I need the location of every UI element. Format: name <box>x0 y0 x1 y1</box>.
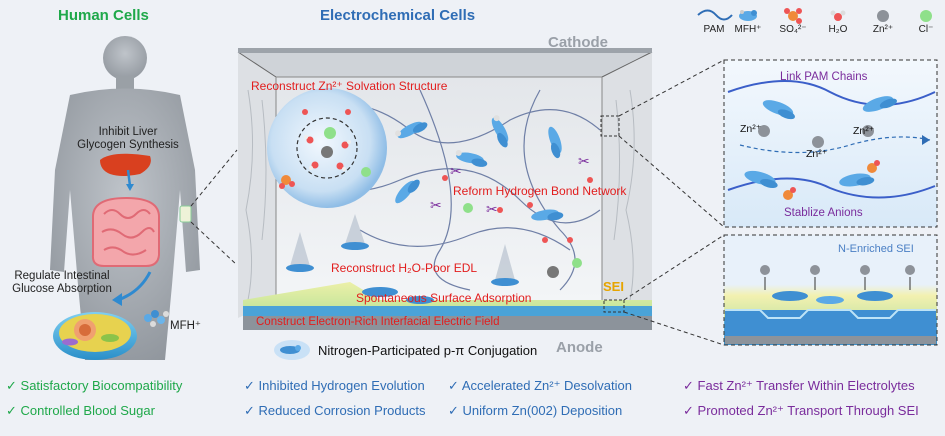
legend-icons <box>697 8 932 24</box>
bullet-deposition: ✓ Uniform Zn(002) Deposition <box>448 403 623 418</box>
hbond-label: Reform Hydrogen Bond Network <box>453 184 627 198</box>
legend-mfh-label: MFH⁺ <box>734 24 762 35</box>
edl-label: Reconstruct H₂O-Poor EDL <box>331 261 478 275</box>
intestine-label: Regulate Intestinal Glucose Absorption <box>2 270 122 296</box>
check-icon: ✓ <box>448 378 459 393</box>
anode-label: Anode <box>556 339 603 356</box>
legend-pam-label: PAM <box>703 24 725 35</box>
svg-text:✂: ✂ <box>450 164 462 180</box>
svg-text:✂: ✂ <box>430 198 442 214</box>
cathode-label: Cathode <box>548 34 608 51</box>
check-icon: ✓ <box>683 378 694 393</box>
scissors-icon: ✂ ✂ ✂ ✂ <box>430 154 590 218</box>
field-label: Construct Electron-Rich Interfacial Elec… <box>256 316 500 328</box>
bullet-sei-transport: ✓ Promoted Zn²⁺ Transport Through SEI <box>683 403 919 418</box>
curved-arrow-icon <box>112 271 152 306</box>
solvation-sphere <box>267 88 387 208</box>
connector-line <box>623 311 725 346</box>
adsorbed-cones <box>286 214 582 286</box>
svg-text:✂: ✂ <box>486 202 498 218</box>
legend-zinc-label: Zn²⁺ <box>872 24 894 35</box>
connector-line <box>623 234 725 301</box>
bullet-biocompatibility: ✓ Satisfactory Biocompatibility <box>6 378 183 393</box>
legend-chloride-label: Cl⁻ <box>918 24 934 35</box>
bullet-hydrogen-evolution: ✓ Inhibited Hydrogen Evolution <box>244 378 425 393</box>
zn-mid-label: Zn²⁺ <box>806 148 828 160</box>
human-cells-header: Human Cells <box>58 7 149 24</box>
adsorption-label: Spontaneous Surface Adsorption <box>356 291 532 305</box>
liver-label: Inhibit Liver Glycogen Synthesis <box>70 126 186 152</box>
connector-line <box>618 59 725 117</box>
bullet-blood-sugar: ✓ Controlled Blood Sugar <box>6 403 155 418</box>
connector-line <box>190 221 238 266</box>
zn-left-label: Zn²⁺ <box>740 123 762 135</box>
sei-label: SEI <box>603 279 624 294</box>
mfh-molecules-cell <box>395 115 593 243</box>
check-icon: ✓ <box>6 378 17 393</box>
legend-sulfate-label: SO₄²⁻ <box>779 24 807 35</box>
connector-line <box>190 149 238 207</box>
stabilize-anions-label: Stablize Anions <box>784 207 863 219</box>
link-pam-label: Link PAM Chains <box>780 71 868 83</box>
check-icon: ✓ <box>683 403 694 418</box>
legend-water-label: H₂O <box>828 24 848 35</box>
zoom-marker-top <box>600 115 620 137</box>
liver-icon <box>100 153 151 191</box>
intestine-label-line2: Glucose Absorption <box>12 283 112 295</box>
zoom-box-top <box>723 59 938 228</box>
bullet-desolvation: ✓ Accelerated Zn²⁺ Desolvation <box>448 378 632 393</box>
check-icon: ✓ <box>244 378 255 393</box>
conjugation-molecule-icon <box>274 340 310 360</box>
sei-layer <box>243 282 652 330</box>
patch-icon <box>179 205 192 223</box>
bullet-fast-transfer: ✓ Fast Zn²⁺ Transfer Within Electrolytes <box>683 378 915 393</box>
n-enriched-sei-label: N-Enriched SEI <box>838 243 914 255</box>
check-icon: ✓ <box>244 403 255 418</box>
svg-text:✂: ✂ <box>578 154 590 170</box>
human-cell-icon <box>53 312 137 360</box>
electrochemical-cells-header: Electrochemical Cells <box>320 7 476 24</box>
check-icon: ✓ <box>6 403 17 418</box>
liver-label-line1: Inhibit Liver <box>98 126 158 138</box>
check-icon: ✓ <box>448 403 459 418</box>
intestine-label-line1: Regulate Intestinal <box>14 270 110 282</box>
zn-right-label: Zn²⁺ <box>853 125 875 137</box>
mfh-molecule-icon <box>144 310 169 327</box>
zoom-box-bottom <box>723 234 938 346</box>
liver-label-line2: Glycogen Synthesis <box>77 139 179 151</box>
zoom-marker-bottom <box>603 299 625 313</box>
solvation-label: Reconstruct Zn²⁺ Solvation Structure <box>251 79 448 93</box>
bullet-corrosion: ✓ Reduced Corrosion Products <box>244 403 426 418</box>
mfh-label: MFH⁺ <box>170 320 201 332</box>
conjugation-label: Nitrogen-Participated p-π Conjugation <box>318 343 538 358</box>
intestine-icon <box>91 196 161 267</box>
connector-line <box>618 135 725 228</box>
